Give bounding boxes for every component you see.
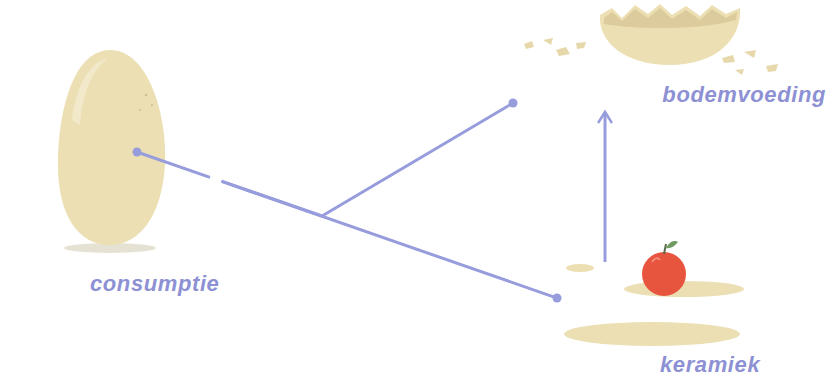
shell-fragment — [543, 38, 553, 45]
illustrated-node: bodemvoeding — [508, 2, 830, 112]
connector-line — [222, 181, 556, 297]
apple-shine — [652, 258, 660, 262]
egg-speck — [151, 104, 153, 106]
line-stub — [137, 152, 210, 177]
plate-piece — [566, 264, 594, 272]
egg-shell — [600, 4, 740, 65]
apple-leaf — [666, 241, 678, 248]
apple — [642, 252, 686, 296]
line-dot — [509, 99, 518, 108]
illustrated-node: consumptie — [58, 45, 221, 300]
egg-speck — [145, 94, 147, 96]
egg — [58, 50, 165, 245]
shell-fragment — [556, 47, 570, 56]
shell-fragment — [576, 42, 586, 49]
egg-speck — [139, 109, 141, 111]
shell-fragment — [735, 69, 744, 75]
plate-large — [564, 322, 740, 346]
apple-stem — [664, 244, 666, 254]
node-label: bodemvoeding — [662, 82, 826, 108]
shell-fragment — [766, 64, 778, 72]
connector-line — [604, 112, 607, 262]
node-label: keramiek — [660, 352, 760, 378]
egg-highlight — [72, 58, 108, 125]
shell-fragment — [744, 50, 756, 58]
connector-line — [222, 106, 509, 216]
shell-fragment — [722, 55, 735, 63]
plate-medium — [624, 281, 744, 297]
node-label: consumptie — [90, 271, 219, 297]
shell-inside — [604, 8, 737, 28]
illustrated-node: keramiek — [555, 262, 785, 380]
line-dot — [133, 148, 142, 157]
shell-fragment — [524, 41, 534, 49]
